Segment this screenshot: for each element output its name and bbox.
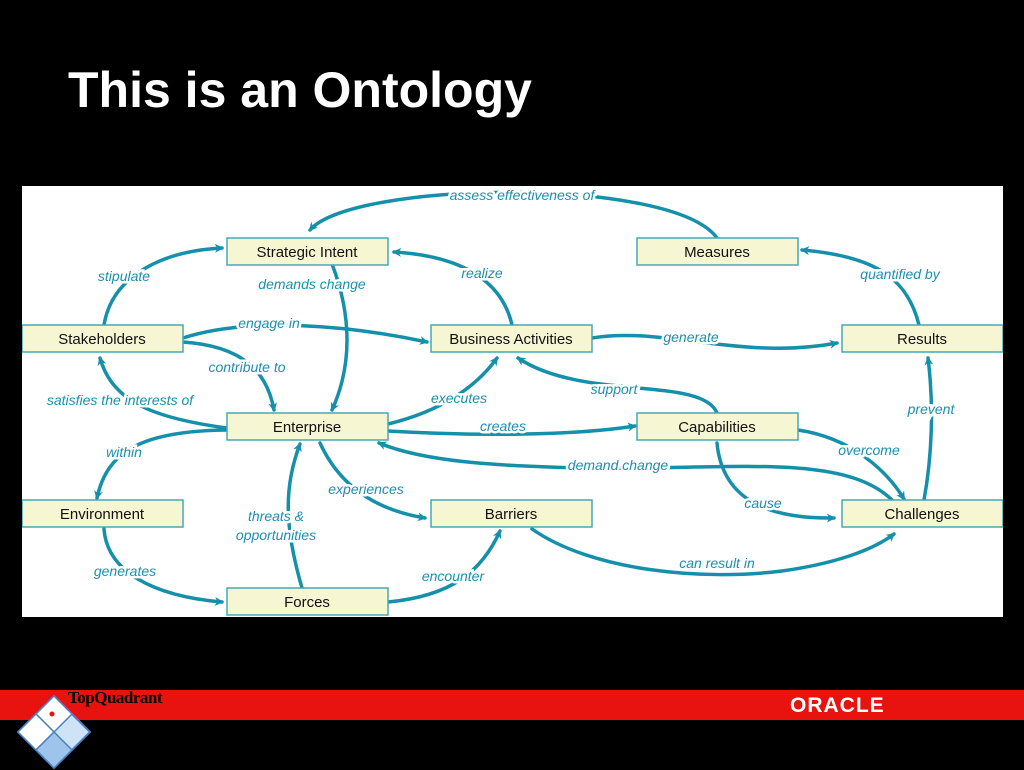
edge-label-generate: generate — [663, 329, 718, 345]
edge-realize — [392, 247, 514, 327]
edge-label-can-result-in: can result in — [679, 555, 755, 571]
edge-label-support: support — [591, 381, 639, 397]
edge-contribute-to — [181, 340, 278, 412]
edge-encounter — [386, 529, 502, 604]
edge-demands-change — [330, 262, 349, 412]
edge-experiences — [318, 441, 427, 522]
edge-cause — [715, 441, 836, 523]
node-measures: Measures — [684, 244, 750, 261]
edge-label-executes: executes — [431, 390, 487, 406]
edge-support — [516, 356, 719, 415]
slide-title: This is an Ontology — [68, 62, 532, 118]
node-challenges: Challenges — [884, 506, 959, 523]
node-capabilities-box — [636, 412, 799, 441]
edge-quantified-by — [800, 246, 921, 327]
edge-generates — [102, 527, 224, 606]
node-business-activities-box — [430, 324, 593, 353]
edge-label-demands-change: demands change — [258, 276, 366, 292]
edge-label-contribute-to: contribute to — [208, 359, 285, 375]
node-forces: Forces — [284, 594, 330, 611]
edge-can-result-in — [530, 527, 896, 577]
edge-label-within: within — [106, 444, 142, 460]
edge-label-experiences: experiences — [328, 481, 404, 497]
edge-label-threats-line2: opportunities — [236, 527, 316, 543]
node-forces-box — [226, 587, 389, 616]
node-barriers-box — [430, 499, 593, 528]
edge-within — [94, 428, 229, 500]
node-strategic-intent-box — [226, 237, 389, 266]
edge-label-creates: creates — [480, 418, 526, 434]
edge-generate — [590, 333, 839, 350]
node-stakeholders-box — [22, 324, 184, 353]
topquadrant-logo-icon — [16, 694, 92, 770]
edge-label-overcome: overcome — [838, 442, 900, 458]
edge-label-quantified-by: quantified by — [860, 266, 940, 282]
footer-bar — [0, 690, 1024, 720]
node-barriers: Barriers — [485, 506, 538, 523]
edge-label-realize: realize — [461, 265, 502, 281]
node-enterprise-box — [226, 412, 389, 441]
node-results-box — [841, 324, 1003, 353]
edge-label-prevent: prevent — [907, 401, 956, 417]
brand-topquadrant: TopQuadrant — [68, 688, 163, 707]
brand-oracle: ORACLE — [790, 694, 885, 717]
edge-demand-change — [377, 441, 894, 502]
node-results: Results — [897, 331, 947, 348]
node-environment: Environment — [60, 506, 145, 523]
edge-satisfies-the-interests-of — [97, 356, 229, 430]
node-capabilities: Capabilities — [678, 419, 756, 436]
edge-label-demand-change: demand change — [568, 457, 669, 473]
edge-label-stipulate: stipulate — [98, 268, 150, 284]
edge-prevent — [922, 356, 934, 502]
edge-label-assess-effectiveness-of: assess effectiveness of — [450, 187, 597, 203]
edge-label-engage-in: engage in — [238, 315, 300, 331]
edge-executes — [386, 356, 499, 426]
node-enterprise: Enterprise — [273, 419, 341, 436]
node-measures-box — [636, 237, 799, 266]
edge-assess-effectiveness-of — [308, 190, 719, 240]
ontology-diagram: Strategic Intent Measures Stakeholders B… — [22, 186, 1003, 617]
node-strategic-intent: Strategic Intent — [257, 244, 359, 261]
edge-label-generates: generates — [94, 563, 156, 579]
node-environment-box — [22, 499, 184, 528]
edge-label-satisfies-the-interests-of: satisfies the interests of — [47, 392, 195, 408]
node-business-activities: Business Activities — [449, 331, 572, 348]
edge-creates — [386, 422, 637, 437]
node-challenges-box — [841, 499, 1003, 528]
edge-engage-in — [181, 323, 429, 345]
edge-label-threats-line1: threats & — [248, 508, 304, 524]
edge-label-encounter: encounter — [422, 568, 486, 584]
edge-threats-opportunities — [286, 442, 304, 590]
edge-overcome — [796, 428, 906, 501]
ontology-diagram-svg: Strategic Intent Measures Stakeholders B… — [22, 186, 1003, 616]
node-stakeholders: Stakeholders — [58, 331, 146, 348]
edge-stipulate — [102, 243, 224, 327]
edge-label-cause: cause — [744, 495, 782, 511]
